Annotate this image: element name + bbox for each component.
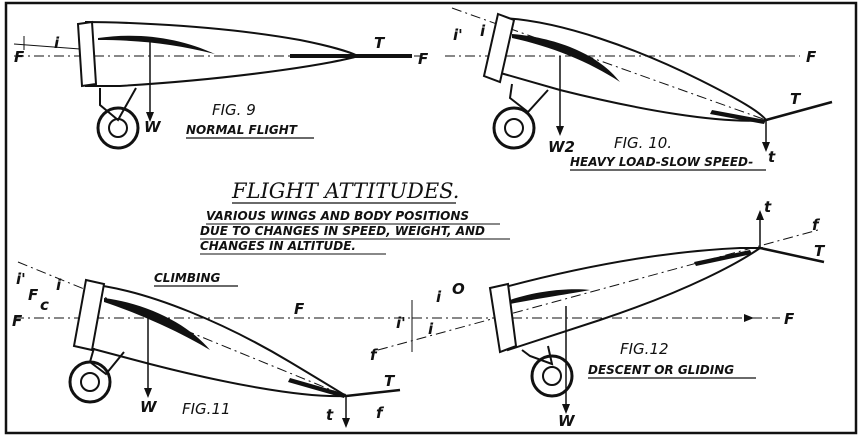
fig10-weight-arrow	[556, 126, 564, 136]
subtitle-line-1: VARIOUS WINGS AND BODY POSITIONS	[206, 209, 469, 223]
fig10-label-w2: W2	[548, 138, 575, 156]
fig12-label-w: W	[558, 412, 576, 430]
fig9-fuselage	[85, 20, 361, 87]
fig10-number: FIG. 10.	[614, 134, 672, 152]
fig11-label-w: W	[140, 398, 158, 416]
title-block: FLIGHT ATTITUDES. VARIOUS WINGS AND BODY…	[200, 179, 510, 255]
fig10-label-i-prime: i'	[453, 26, 463, 44]
fig12-label-i-upper: i	[436, 288, 442, 306]
fig9-nose	[76, 20, 98, 88]
diagram-frame	[4, 1, 858, 435]
fig9-label-i: i	[54, 34, 60, 52]
fig11-label-f-mid: F	[294, 300, 305, 318]
fig10-label-i: i	[480, 22, 486, 40]
fig12-wheel-hub	[542, 366, 562, 386]
fig11-tail	[288, 378, 346, 398]
fig11-label-c: c	[40, 296, 49, 314]
fig9-number: FIG. 9	[212, 101, 256, 119]
fig11-label-f-upper: F	[28, 286, 39, 304]
fig11-weight-arrow	[144, 388, 152, 398]
fig12-label-t-top: t	[764, 198, 772, 216]
fig12-wing	[510, 289, 590, 304]
fig9-wheel	[96, 106, 140, 150]
fig11-label-i: i	[56, 276, 62, 294]
fig9-tail	[290, 54, 412, 58]
fig11-fuselage	[80, 282, 350, 398]
fig11-t-arrow	[342, 418, 350, 428]
fig12-weight-arrow	[562, 404, 570, 414]
fig11-group: CLIMBING i' i F c F F W T t f FIG.11	[12, 261, 420, 428]
fig12-label-t-upper: T	[814, 242, 826, 260]
fig9-label-t: T	[374, 34, 386, 52]
fig11-wheel-hub	[80, 372, 100, 392]
fig11-label-t-upper: T	[384, 372, 396, 390]
fig10-wheel	[492, 106, 536, 150]
fig12-t-arrow	[756, 210, 764, 220]
fig10-label-t: t	[768, 148, 776, 166]
fig12-elevator	[759, 246, 825, 264]
fig9-wheel-hub	[108, 118, 128, 138]
fig10-label-f: F	[806, 48, 817, 66]
fig11-caption: CLIMBING	[154, 271, 221, 285]
fig10-fuselage	[488, 16, 768, 122]
fig12-label-i-prime: i'	[396, 314, 406, 332]
fig9-weight-arrow	[146, 112, 154, 122]
subtitle-line-3: CHANGES IN ALTITUDE.	[200, 239, 356, 253]
fig12-label-f-top: f	[812, 216, 821, 234]
fig11-label-f: f	[376, 404, 385, 422]
fig9-group: F i T F W FIG. 9 NORMAL FLIGHT	[13, 20, 429, 150]
fig12-number: FIG.12	[620, 340, 669, 358]
fig10-label-t-upper: T	[790, 90, 802, 108]
fig11-landing-gear	[88, 347, 125, 376]
fig11-nose	[72, 278, 106, 352]
fig11-label-f-left: F	[12, 312, 23, 330]
fig10-landing-gear	[508, 83, 549, 114]
fig10-t-arrow	[762, 142, 770, 152]
fig9-label-w: W	[144, 118, 162, 136]
fig12-label-o: O	[452, 280, 465, 298]
diagram-title: FLIGHT ATTITUDES.	[231, 179, 459, 203]
fig12-fuselage	[492, 247, 764, 352]
fig9-landing-gear	[99, 87, 137, 122]
fig10-tail	[710, 110, 766, 124]
fig12-label-f-bottom: f	[370, 346, 379, 364]
fig12-chord-line	[377, 229, 819, 351]
fig11-wheel	[68, 360, 112, 404]
fig11-wing	[104, 298, 210, 350]
fig11-number: FIG.11	[182, 400, 231, 418]
fig10-wheel-hub	[504, 118, 524, 138]
fig10-group: i' i F T W2 t FIG. 10. HEAVY LOAD-SLOW S…	[445, 7, 833, 171]
fig12-label-f: F	[784, 310, 795, 328]
fig9-label-f-right: F	[418, 50, 429, 68]
fig10-nose	[482, 12, 516, 84]
fig12-caption: DESCENT OR GLIDING	[588, 363, 734, 377]
fig9-label-f-left: F	[14, 48, 25, 66]
fig12-flight-arrow	[744, 314, 754, 322]
fig11-elevator	[345, 388, 401, 398]
fig12-nose	[488, 282, 518, 354]
fig9-wing	[98, 35, 215, 54]
fig10-elevator	[765, 100, 833, 122]
subtitle-line-2: DUE TO CHANGES IN SPEED, WEIGHT, AND	[200, 224, 485, 238]
fig12-wheel	[530, 354, 574, 398]
fig11-label-i-prime: i'	[16, 270, 26, 288]
fig12-tail	[694, 250, 752, 266]
fig12-group: t f T O i i' i F f W FIG.12 DESCENT OR G…	[370, 198, 826, 430]
fig10-caption: HEAVY LOAD-SLOW SPEED-	[570, 155, 753, 169]
fig12-label-i-lower: i	[428, 320, 434, 338]
fig11-label-t: t	[326, 406, 334, 424]
fig11-chord-line	[17, 261, 347, 397]
fig9-chord-line	[13, 43, 81, 50]
fig10-wing	[512, 34, 620, 82]
fig9-caption: NORMAL FLIGHT	[186, 123, 298, 137]
